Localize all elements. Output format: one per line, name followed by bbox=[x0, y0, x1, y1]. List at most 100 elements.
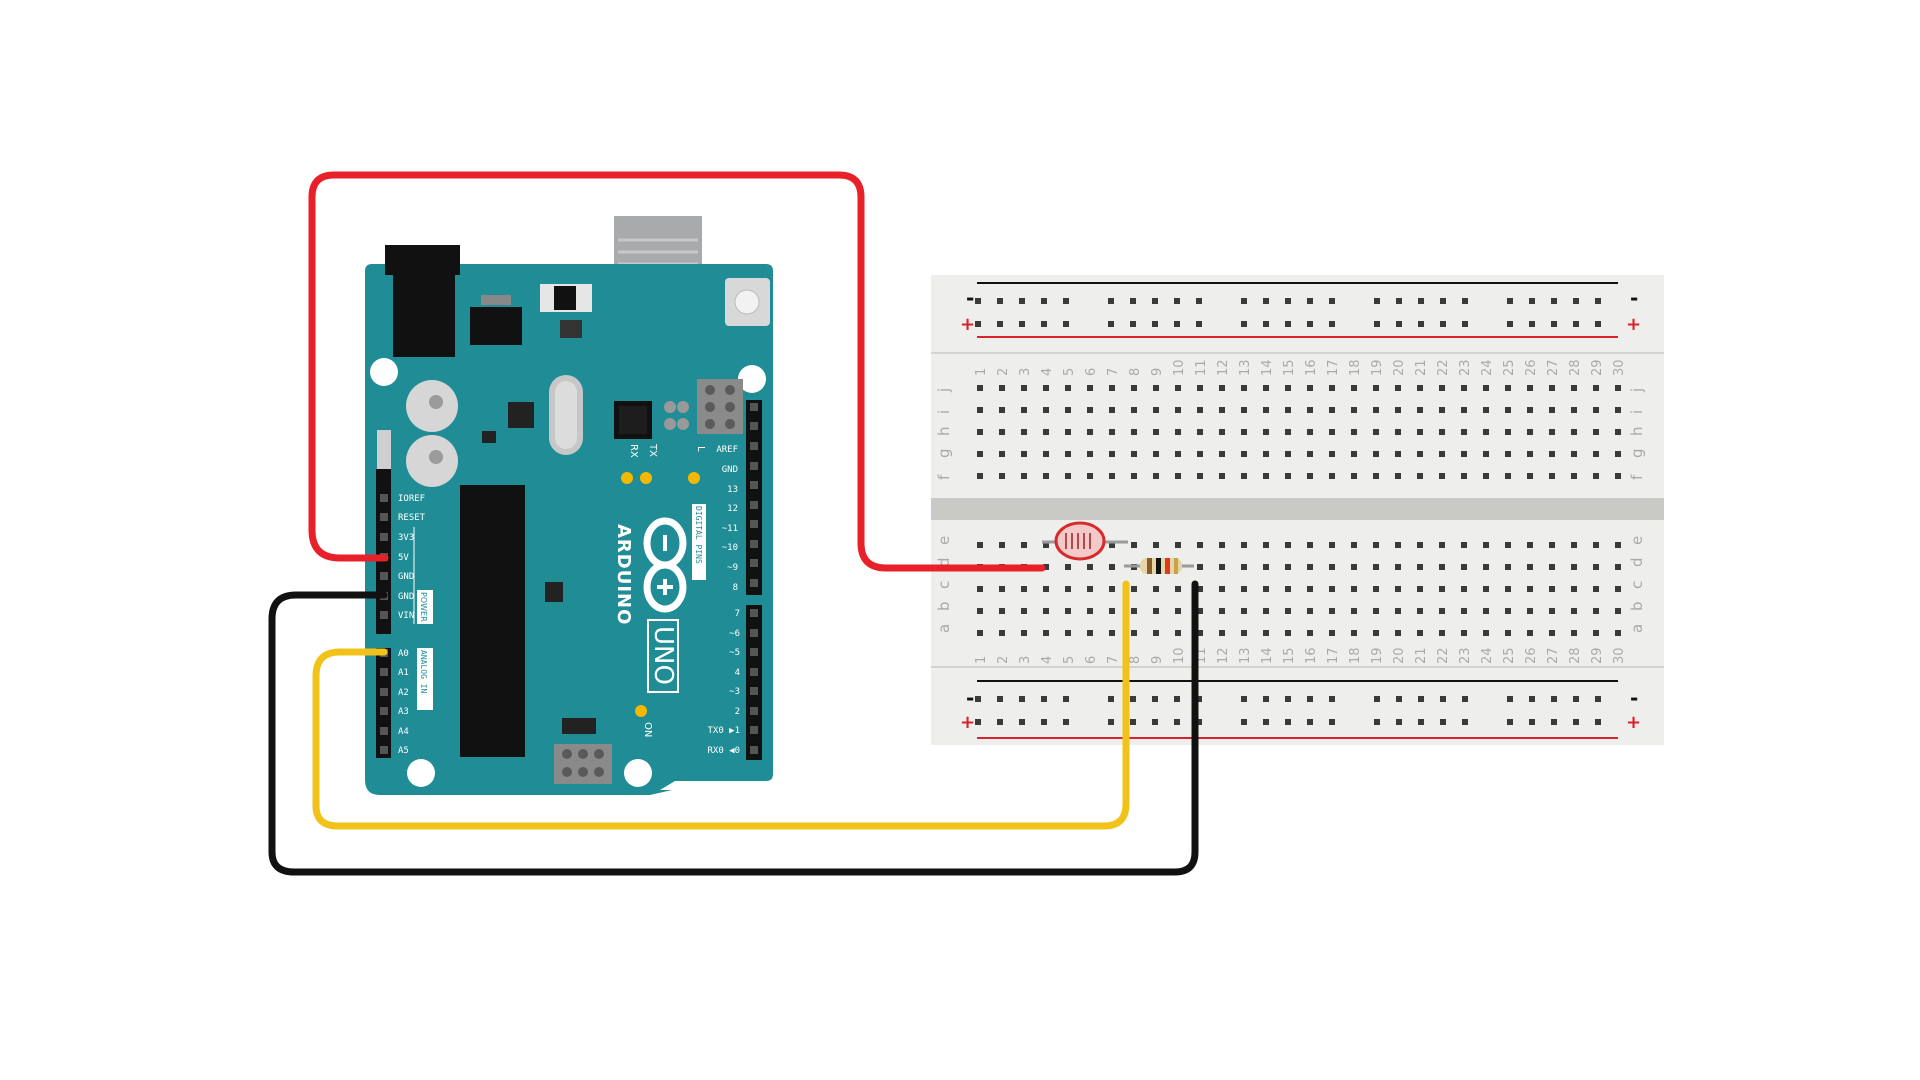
icsp-header-bottom bbox=[554, 744, 612, 784]
mount-hole-top-left bbox=[370, 358, 398, 386]
breadboard-hole bbox=[1241, 451, 1247, 457]
breadboard-hole bbox=[1021, 385, 1027, 391]
breadboard-hole bbox=[1263, 630, 1269, 636]
pin-label-digital: 4 bbox=[735, 668, 740, 678]
rail-hole bbox=[1507, 298, 1513, 304]
column-number: 7 bbox=[1106, 656, 1121, 664]
led-tx bbox=[640, 472, 652, 484]
row-letter-f: f bbox=[935, 474, 953, 480]
column-number: 10 bbox=[1172, 359, 1187, 376]
led-on bbox=[635, 705, 647, 717]
breadboard-hole bbox=[1439, 407, 1445, 413]
breadboard-hole bbox=[1219, 608, 1225, 614]
rail-hole bbox=[1041, 321, 1047, 327]
breadboard-hole bbox=[1351, 429, 1357, 435]
pin-label-digital: AREF bbox=[716, 445, 738, 455]
breadboard-hole bbox=[1417, 385, 1423, 391]
rail-hole bbox=[1196, 321, 1202, 327]
rail-hole bbox=[1130, 719, 1136, 725]
breadboard-hole bbox=[1263, 473, 1269, 479]
breadboard-hole bbox=[1395, 630, 1401, 636]
breadboard-hole bbox=[1615, 473, 1621, 479]
breadboard-hole bbox=[1615, 407, 1621, 413]
bottom-rail-minus-left: - bbox=[966, 686, 974, 710]
breadboard-hole bbox=[1571, 451, 1577, 457]
breadboard-hole bbox=[1153, 407, 1159, 413]
breadboard-hole bbox=[1373, 429, 1379, 435]
breadboard-hole bbox=[1307, 451, 1313, 457]
rail-hole bbox=[1551, 298, 1557, 304]
column-number: 30 bbox=[1612, 359, 1627, 376]
pin-label-digital: ~11 bbox=[722, 524, 738, 534]
breadboard-hole bbox=[1329, 429, 1335, 435]
led-rx bbox=[621, 472, 633, 484]
brand-text: ARDUINO bbox=[613, 524, 634, 625]
ic-small-3 bbox=[545, 582, 563, 602]
top-rail-minus-right: - bbox=[1630, 286, 1638, 310]
breadboard-hole bbox=[1065, 608, 1071, 614]
breadboard-hole bbox=[1021, 473, 1027, 479]
breadboard-hole bbox=[1153, 451, 1159, 457]
breadboard-hole bbox=[1131, 630, 1137, 636]
breadboard-hole bbox=[1483, 473, 1489, 479]
breadboard-hole bbox=[1351, 385, 1357, 391]
breadboard-hole bbox=[1065, 630, 1071, 636]
pin-label-digital: ~3 bbox=[729, 687, 740, 697]
breadboard-hole bbox=[1549, 473, 1555, 479]
column-number: 6 bbox=[1084, 368, 1099, 376]
breadboard-hole bbox=[1439, 586, 1445, 592]
breadboard-hole bbox=[1351, 630, 1357, 636]
breadboard-hole bbox=[1615, 608, 1621, 614]
rail-hole bbox=[1329, 696, 1335, 702]
breadboard-hole bbox=[1131, 542, 1137, 548]
header-pin bbox=[380, 611, 388, 619]
breadboard-hole bbox=[977, 608, 983, 614]
breadboard-hole bbox=[1571, 630, 1577, 636]
breadboard-hole bbox=[1417, 429, 1423, 435]
rail-hole bbox=[1130, 321, 1136, 327]
arduino-logo-icon bbox=[643, 517, 687, 613]
column-number: 1 bbox=[974, 368, 989, 376]
breadboard-hole bbox=[1351, 564, 1357, 570]
breadboard-hole bbox=[1373, 407, 1379, 413]
resistor-band-1 bbox=[1147, 558, 1152, 574]
breadboard-hole bbox=[1505, 473, 1511, 479]
breadboard-hole bbox=[1505, 542, 1511, 548]
breadboard-hole bbox=[1175, 542, 1181, 548]
column-number: 26 bbox=[1524, 359, 1539, 376]
header-pin bbox=[380, 533, 388, 541]
resistor-band-3 bbox=[1165, 558, 1170, 574]
breadboard-hole bbox=[1087, 385, 1093, 391]
rail-hole bbox=[1529, 719, 1535, 725]
breadboard-hole bbox=[1307, 586, 1313, 592]
breadboard-hole bbox=[1241, 586, 1247, 592]
row-letter-i-right: i bbox=[1628, 410, 1646, 414]
breadboard-hole bbox=[1153, 385, 1159, 391]
breadboard-hole bbox=[1263, 564, 1269, 570]
breadboard-hole bbox=[1109, 407, 1115, 413]
model-text: UNO bbox=[648, 626, 678, 685]
rail-hole bbox=[1063, 298, 1069, 304]
row-letter-f-right: f bbox=[1628, 474, 1646, 480]
header-pin bbox=[380, 707, 388, 715]
breadboard-hole bbox=[1615, 564, 1621, 570]
breadboard-hole bbox=[999, 586, 1005, 592]
breadboard-hole bbox=[1219, 451, 1225, 457]
power-label: POWER bbox=[419, 592, 428, 622]
mount-hole-top-right bbox=[738, 365, 766, 393]
breadboard-hole bbox=[1395, 429, 1401, 435]
breadboard-hole bbox=[1175, 407, 1181, 413]
resistor-band-4 bbox=[1174, 558, 1178, 574]
rail-hole bbox=[1019, 298, 1025, 304]
breadboard-hole bbox=[1153, 473, 1159, 479]
breadboard-hole bbox=[1549, 564, 1555, 570]
breadboard-hole bbox=[1131, 429, 1137, 435]
breadboard-hole bbox=[1241, 630, 1247, 636]
column-number: 22 bbox=[1436, 647, 1451, 664]
breadboard-hole bbox=[1571, 564, 1577, 570]
rail-hole bbox=[1595, 719, 1601, 725]
row-letters-left: j i h g f e d c b a bbox=[935, 388, 953, 633]
breadboard-hole bbox=[1417, 608, 1423, 614]
breadboard-hole bbox=[1153, 608, 1159, 614]
mount-hole-bottom-right bbox=[624, 759, 652, 787]
